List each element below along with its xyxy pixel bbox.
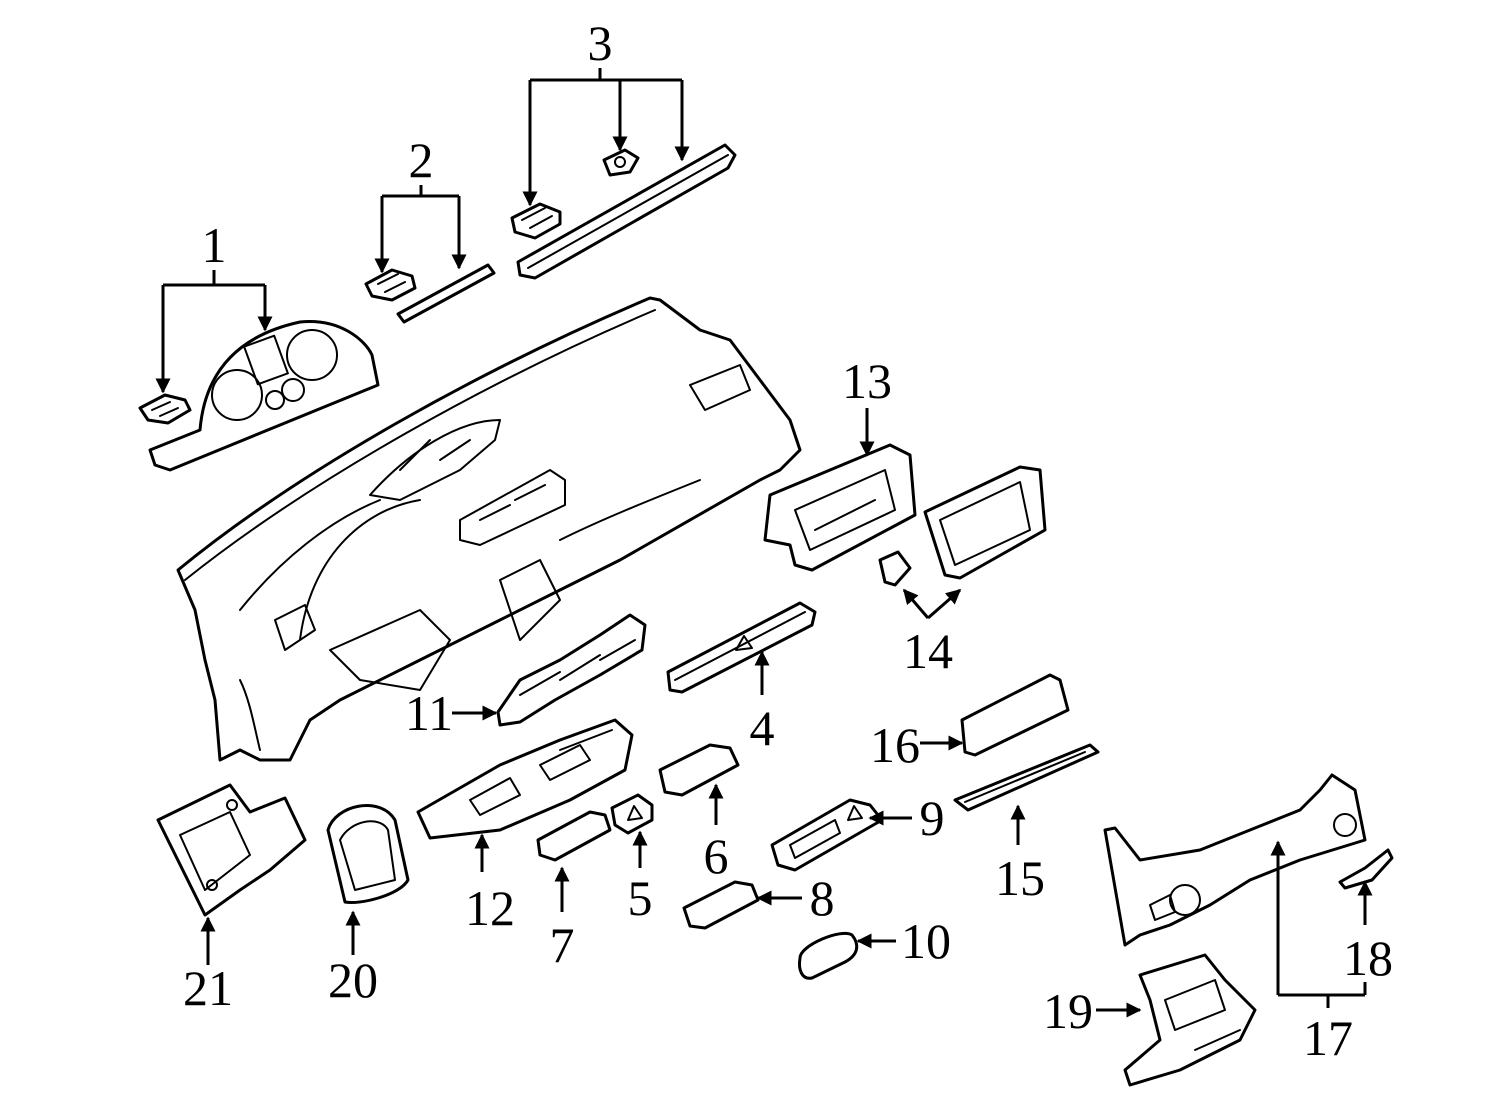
part-13-vent-housing [763, 443, 917, 572]
part-7-trim-piece [536, 810, 612, 862]
part-10-button [798, 932, 859, 980]
part-16-cover-panel [960, 673, 1070, 757]
callout-9: 9 [920, 790, 945, 846]
leader-lines [155, 68, 1373, 1018]
callout-7: 7 [550, 917, 575, 973]
callout-20: 20 [328, 952, 378, 1008]
callout-12: 12 [465, 880, 515, 936]
callout-11: 11 [405, 685, 453, 741]
part-3-top-trim [510, 143, 737, 280]
callout-3: 3 [588, 15, 613, 71]
callout-21: 21 [183, 960, 233, 1016]
part-19-glove-box [1123, 953, 1257, 1087]
callout-18: 18 [1343, 930, 1393, 986]
part-15-tray [953, 743, 1100, 812]
callout-10: 10 [901, 913, 951, 969]
part-20-side-cover [326, 804, 410, 905]
callout-5: 5 [628, 870, 653, 926]
part-11-bracket [496, 613, 647, 727]
callout-16: 16 [870, 717, 920, 773]
callout-17: 17 [1303, 1010, 1353, 1066]
part-21-end-panel [156, 783, 307, 917]
callout-19: 19 [1043, 983, 1093, 1039]
callout-15: 15 [995, 850, 1045, 906]
part-8-trim-piece [682, 880, 760, 930]
part-1-cluster-bezel [138, 320, 380, 472]
callout-6: 6 [704, 828, 729, 884]
callout-1: 1 [202, 217, 227, 273]
callout-2: 2 [409, 132, 434, 188]
callout-13: 13 [842, 353, 892, 409]
callout-8: 8 [810, 870, 835, 926]
part-17-lower-panel [1103, 773, 1367, 947]
callout-14: 14 [903, 623, 953, 679]
part-12-center-bracket [416, 718, 634, 840]
part-5-hazard-button [610, 793, 654, 835]
part-6-trim-piece [658, 743, 740, 797]
callout-labels: 1 2 3 4 5 6 7 8 9 10 11 12 13 14 15 16 1… [183, 15, 1393, 1066]
part-2-trim-strip [364, 263, 496, 324]
part-4-switch-strip [666, 601, 817, 694]
dashboard-panel [176, 296, 802, 762]
callout-4: 4 [750, 700, 775, 756]
part-9-switch-panel [770, 798, 884, 872]
part-14-display-trim [878, 465, 1047, 587]
part-18-clip [1338, 848, 1394, 890]
